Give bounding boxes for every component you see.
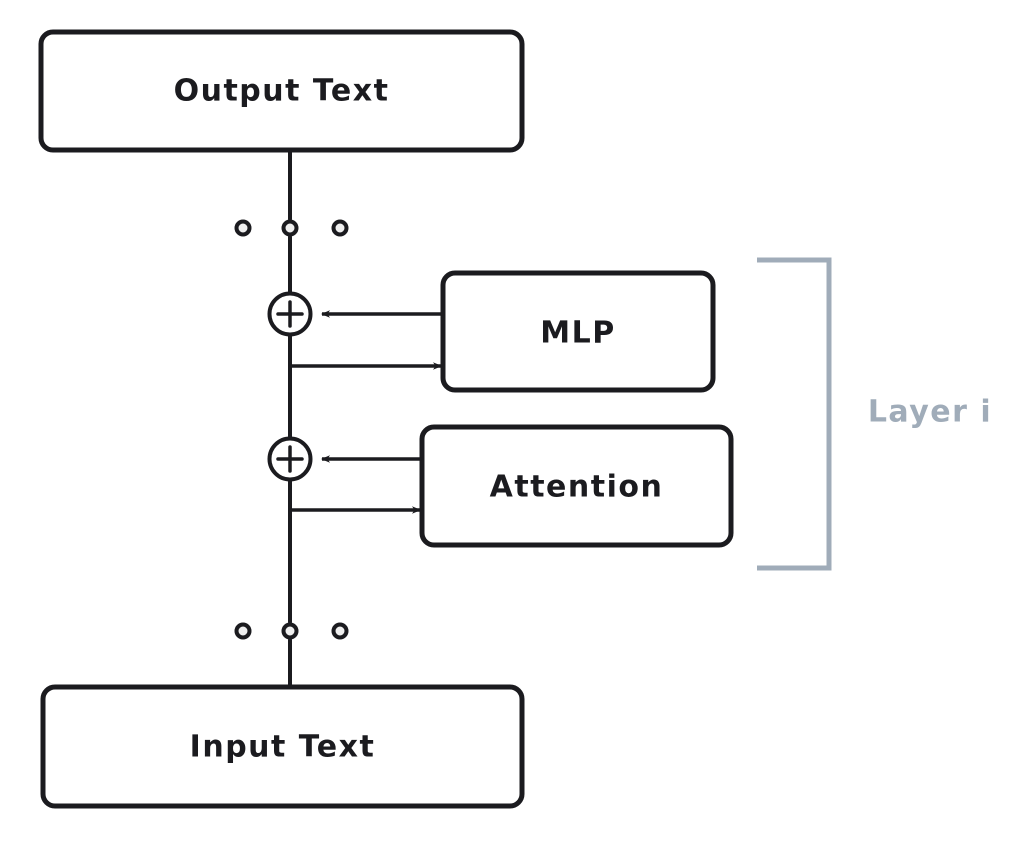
attention-label: Attention — [490, 470, 664, 505]
ellipsis-dot — [281, 219, 299, 237]
output-text-box[interactable] — [38, 29, 525, 153]
input-text-label: Input Text — [190, 730, 376, 765]
adder-mlp[interactable] — [267, 291, 313, 337]
output-text-label: Output Text — [174, 74, 390, 109]
node-output-text[interactable]: Output Text — [38, 29, 525, 153]
ellipsis-dot — [234, 622, 252, 640]
ellipsis-dot — [281, 622, 299, 640]
layer-bracket — [757, 257, 832, 571]
attention-box[interactable] — [419, 424, 734, 548]
node-input-text[interactable]: Input Text — [40, 684, 525, 809]
adder-attention[interactable] — [267, 436, 313, 482]
input-text-box[interactable] — [40, 684, 525, 809]
layer-bracket-label: Layer i — [868, 395, 992, 430]
node-mlp[interactable]: MLP — [440, 270, 716, 393]
ellipsis-dot — [331, 622, 349, 640]
ellipsis-dot — [331, 219, 349, 237]
ellipsis-dot — [234, 219, 252, 237]
top-ellipsis-icon — [234, 219, 349, 237]
bottom-ellipsis-icon — [234, 622, 349, 640]
mlp-label: MLP — [540, 316, 615, 351]
mlp-box[interactable] — [440, 270, 716, 393]
node-attention[interactable]: Attention — [419, 424, 734, 548]
layer-bracket-path — [757, 257, 832, 571]
